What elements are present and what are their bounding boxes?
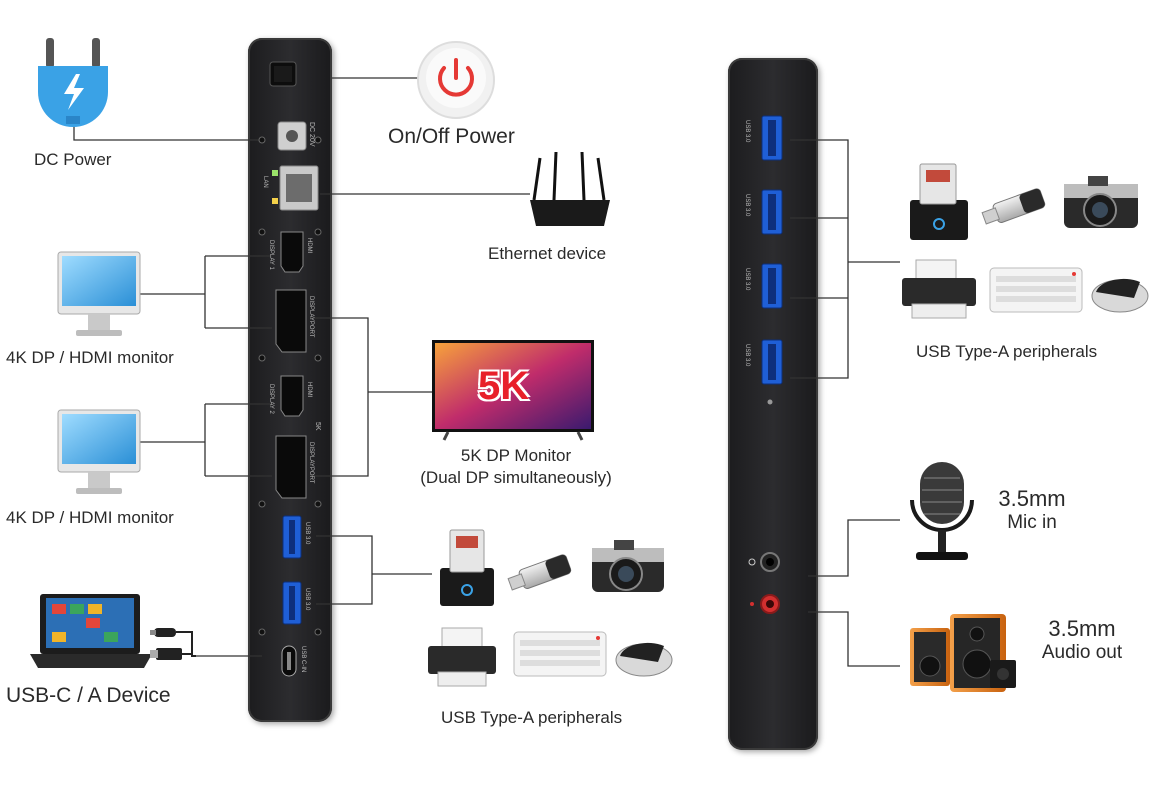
mark-display1: DISPLAY 1: [268, 240, 274, 270]
monitor-icon: [57, 251, 141, 336]
keyboard-icon: [513, 631, 607, 677]
speakers-icon: [910, 614, 1016, 692]
line-usb-bracket: [316, 535, 373, 605]
mark-5k: 5K: [314, 422, 321, 431]
monitor-icon: [57, 409, 141, 494]
hdd-dock-icon: [440, 529, 494, 606]
mouse-icon: [615, 642, 673, 677]
label-audio-out: Audio out: [1041, 642, 1123, 663]
power-button-icon: [417, 41, 495, 119]
line-audio: [808, 611, 900, 667]
router-icon: [530, 151, 610, 226]
laptop-icon: [30, 594, 152, 668]
label-audio-size: 3.5mm: [1048, 616, 1116, 641]
mark-display2: DISPLAY 2: [268, 384, 274, 414]
label-ethernet-device: Ethernet device: [488, 244, 607, 263]
label-5k-monitor: 5K DP Monitor: [460, 446, 572, 465]
hdmi-port-2: [280, 375, 304, 417]
label-mic-in: Mic in: [1007, 512, 1057, 533]
keyboard-icon: [989, 267, 1083, 313]
label-mic-size: 3.5mm: [998, 486, 1066, 511]
mark-r-usb4: USB 3.0: [744, 344, 750, 367]
camera-icon: [1064, 176, 1138, 228]
label-usb-peripherals-left: USB Type-A peripherals: [441, 708, 623, 727]
badge-5k: 5K: [478, 364, 530, 408]
mark-r-usb2: USB 3.0: [744, 194, 750, 217]
label-monitor-2: 4K DP / HDMI monitor: [6, 508, 174, 527]
left-dock-ports: [258, 61, 322, 677]
printer-icon: [428, 627, 496, 687]
label-usb-c-device: USB-C / A Device: [6, 684, 171, 707]
hdmi-port-1: [280, 231, 304, 273]
mark-hdmi1: HDMI: [306, 238, 312, 254]
mark-usb1: USB 3.0: [304, 522, 310, 545]
label-5k-monitor-sub: (Dual DP simultaneously): [420, 468, 612, 487]
mark-r-usb1: USB 3.0: [744, 120, 750, 143]
line-5k-bracket: [310, 317, 369, 477]
tv-5k-icon: [432, 340, 594, 441]
mark-dc: DC 20V: [308, 122, 315, 147]
plug-icon: [38, 38, 108, 127]
mark-usbc: USB C-IN: [300, 646, 306, 673]
line-mic: [808, 519, 900, 577]
right-dock-ports: [748, 115, 783, 614]
label-monitor-1: 4K DP / HDMI monitor: [6, 348, 174, 367]
connector-lines-right: [790, 139, 900, 667]
mark-lan: LAN: [262, 176, 268, 188]
camera-icon: [592, 540, 664, 592]
mark-r-usb3: USB 3.0: [744, 268, 750, 291]
mark-dp1: DISPLAYPORT: [308, 296, 314, 338]
usb-cable-icon: [150, 628, 196, 660]
microphone-icon: [910, 462, 974, 560]
displayport-2: [275, 435, 307, 499]
mark-dp2: DISPLAYPORT: [308, 442, 314, 484]
line-usb-right-bracket: [790, 139, 849, 379]
usb-drive-icon: [507, 554, 572, 591]
mouse-icon: [1091, 278, 1149, 313]
right-docking-station: [728, 58, 818, 750]
mark-hdmi2: HDMI: [306, 382, 312, 398]
displayport-1: [275, 289, 307, 353]
label-usb-peripherals-right: USB Type-A peripherals: [916, 342, 1098, 361]
mark-usb2: USB 3.0: [304, 588, 310, 611]
usb-drive-icon: [981, 188, 1046, 225]
label-on-off-power: On/Off Power: [388, 125, 515, 148]
printer-icon: [902, 259, 976, 319]
hdd-dock-icon: [910, 163, 968, 240]
label-dc-power: DC Power: [34, 150, 112, 169]
line-dc-power: [73, 118, 262, 141]
